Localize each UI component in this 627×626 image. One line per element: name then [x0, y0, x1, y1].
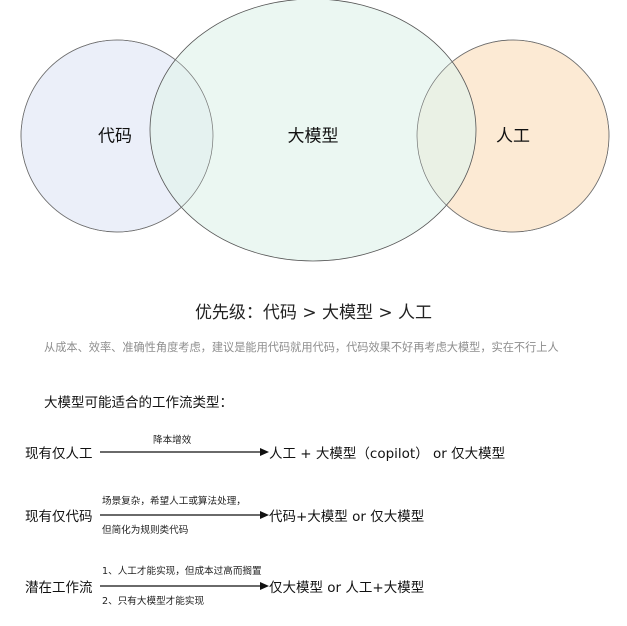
flow-source: 现有仅人工	[25, 446, 93, 462]
flow-source: 潜在工作流	[25, 580, 93, 596]
workflow-section-title: 大模型可能适合的工作流类型：	[44, 395, 233, 411]
flow-target: 仅大模型 or 人工+大模型	[269, 580, 425, 596]
llm-circle-label: 大模型	[287, 126, 339, 147]
flow-note-below: 2、只有大模型才能实现	[102, 596, 205, 607]
flow-arrow	[100, 447, 270, 457]
priority-heading: 优先级：代码 > 大模型 > 人工	[194, 303, 433, 323]
venn-diagram: 代码 大模型 人工	[0, 0, 627, 270]
venn-svg	[20, 0, 610, 262]
flow-note-above: 1、人工才能实现，但成本过高而搁置	[102, 566, 262, 577]
code-circle-outline	[20, 39, 214, 233]
flow-arrow	[100, 510, 270, 520]
advice-text: 从成本、效率、准确性角度考虑，建议是能用代码就用代码，代码效果不好再考虑大模型，…	[44, 341, 559, 354]
flow-note-below: 但简化为规则类代码	[102, 525, 189, 536]
flow-source: 现有仅代码	[25, 509, 93, 525]
flow-note-above: 降本增效	[153, 435, 192, 446]
flow-row: 1、人工才能实现，但成本过高而搁置 潜在工作流 仅大模型 or 人工+大模型 2…	[0, 560, 627, 620]
flow-target: 人工 + 大模型（copilot） or 仅大模型	[269, 446, 506, 462]
code-circle-label: 代码	[98, 126, 132, 147]
llm-circle	[149, 0, 477, 262]
human-circle-label: 人工	[496, 126, 530, 147]
human-circle-outline	[416, 39, 610, 233]
flow-row: 场景复杂，希望人工或算法处理， 现有仅代码 代码+大模型 or 仅大模型 但简化…	[0, 490, 627, 550]
flow-arrow	[100, 581, 270, 591]
flow-row: 降本增效 现有仅人工 人工 + 大模型（copilot） or 仅大模型	[0, 428, 627, 488]
flow-note-above: 场景复杂，希望人工或算法处理，	[102, 496, 246, 507]
flow-target: 代码+大模型 or 仅大模型	[269, 509, 425, 525]
